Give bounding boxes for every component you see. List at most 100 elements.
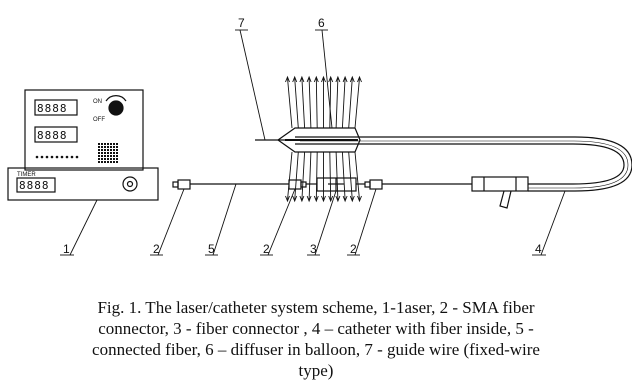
leader-3 (314, 190, 337, 256)
emission-arrows-bottom (285, 151, 362, 203)
balloon-outline (276, 127, 361, 153)
vent-grid-cell (98, 155, 100, 157)
laser-upper-box (24, 89, 144, 171)
display-mid-text: 8888 (37, 129, 68, 142)
figure-caption: Fig. 1. The laser/catheter system scheme… (0, 297, 632, 381)
leader-2c (354, 188, 377, 256)
sma-connector-2-cap (300, 181, 307, 188)
catheter-tube-outer (295, 136, 632, 192)
indicator-dots (35, 155, 79, 159)
vent-grid-cell (107, 158, 109, 160)
vent-grid-cell (107, 155, 109, 157)
output-port-core (126, 180, 134, 188)
vent-grid-cell (107, 149, 109, 151)
catheter-hub (471, 176, 529, 192)
indicator-dot (40, 155, 44, 159)
caption-line-1: Fig. 1. The laser/catheter system scheme… (97, 298, 535, 317)
vent-grid-cell (113, 143, 115, 145)
vent-grid-cell (110, 161, 112, 163)
vent-grid-cell (104, 155, 106, 157)
vent-grid-cell (98, 161, 100, 163)
vent-grid-cell (110, 152, 112, 154)
vent-grid-cell (110, 143, 112, 145)
laser-base-box (7, 167, 159, 201)
indicator-dot (50, 155, 54, 159)
vent-grid-cell (113, 146, 115, 148)
vent-grid-cell (116, 152, 118, 154)
label-diffuser: 6 (318, 16, 325, 30)
leader-6 (321, 29, 333, 129)
vent-grid-cell (113, 152, 115, 154)
power-knob-icon (108, 100, 124, 116)
leader-lines (60, 29, 566, 256)
vent-grid-cell (110, 155, 112, 157)
on-label: ON (93, 99, 102, 105)
vent-grid-cell (107, 143, 109, 145)
leader-2a (157, 188, 185, 256)
emission-arrows (285, 75, 362, 203)
vent-grid-cell (113, 149, 115, 151)
label-connected-fiber: 5 (208, 242, 215, 256)
indicator-dot (45, 155, 49, 159)
vent-grid-cell (116, 149, 118, 151)
leader-5 (212, 183, 237, 256)
vent-grid-cell (101, 146, 103, 148)
vent-grid-cell (101, 152, 103, 154)
vent-grid-cell (116, 143, 118, 145)
label-guide-wire: 7 (238, 16, 245, 30)
label-sma-3: 2 (350, 242, 357, 256)
indicator-dot (35, 155, 39, 159)
vent-grid-cell (110, 149, 112, 151)
vent-grid-cell (101, 149, 103, 151)
vent-grid-cell (101, 143, 103, 145)
label-fiber-connector: 3 (310, 242, 317, 256)
vent-grid-cell (113, 158, 115, 160)
vent-grid-cell (116, 155, 118, 157)
timer-display-box (16, 177, 56, 193)
vent-grid-cell (101, 161, 103, 163)
side-port (499, 190, 512, 209)
fiber-chain (172, 177, 472, 192)
vent-grid-cell (116, 146, 118, 148)
vent-grid-cell (107, 161, 109, 163)
vent-grid-cell (104, 161, 106, 163)
vent-grid-cell (104, 158, 106, 160)
sma-connector-1 (177, 179, 191, 190)
leader-4 (540, 190, 566, 256)
off-label: OFF (93, 117, 105, 123)
vent-grid-cell (98, 152, 100, 154)
emission-arrows-top (285, 75, 362, 129)
display-top (34, 99, 78, 116)
knob-arrow-icon (105, 95, 127, 102)
label-sma-2: 2 (263, 242, 270, 256)
vent-grid-cell (113, 161, 115, 163)
leader-1 (69, 199, 98, 256)
caption-line-4: type) (298, 361, 334, 380)
vent-grid-cell (110, 158, 112, 160)
indicator-dot (75, 155, 79, 159)
vent-grid-cell (104, 143, 106, 145)
timer-label: TIMER (17, 172, 36, 178)
vent-grid-cell (98, 158, 100, 160)
vent-grid-cell (110, 146, 112, 148)
display-mid (34, 126, 78, 143)
laser-catheter-diagram: 8888 8888 ON OFF TIMER 8888 1 2 5 2 3 2 … (7, 16, 632, 256)
diffuser-balloon (255, 127, 361, 153)
vent-grid-cell (101, 158, 103, 160)
caption-line-3: connected fiber, 6 – diffuser in balloon… (92, 340, 540, 359)
vent-grid-cell (101, 155, 103, 157)
sma-connector-3-cap (364, 181, 371, 188)
leader-7 (239, 29, 266, 141)
sma-connector-3 (369, 179, 383, 190)
vent-grid-cell (104, 149, 106, 151)
vent-grid-cell (107, 152, 109, 154)
vent-grid-cell (104, 152, 106, 154)
vent-grid-cell (116, 158, 118, 160)
vent-grid-cell (113, 155, 115, 157)
indicator-dot (60, 155, 64, 159)
vent-grid-cell (116, 161, 118, 163)
display-top-text: 8888 (37, 102, 68, 115)
indicator-dot (65, 155, 69, 159)
vent-grid-cell (107, 146, 109, 148)
indicator-dot (55, 155, 59, 159)
